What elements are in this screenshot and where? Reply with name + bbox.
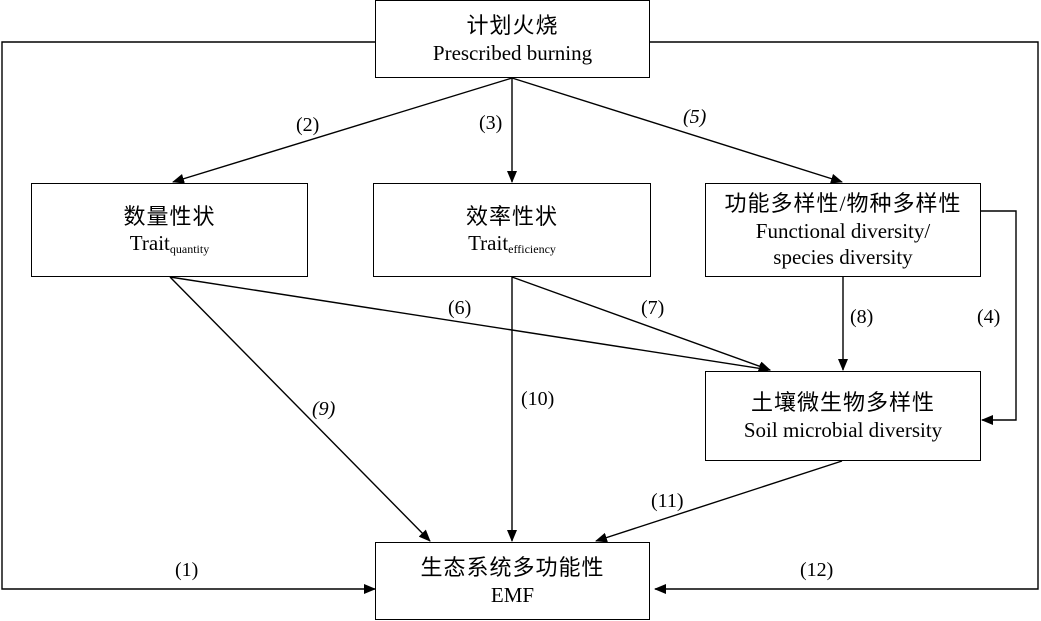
edge-label-6: (6) — [448, 297, 472, 319]
node-functional-en2: species diversity — [773, 244, 913, 269]
edge-label-9: (9) — [312, 398, 336, 420]
node-functional-en1: Functional diversity/ — [755, 218, 931, 243]
edge-label-3: (3) — [479, 112, 503, 134]
node-emf-en: EMF — [490, 582, 535, 607]
edge-7 — [511, 276, 771, 371]
node-efficiency-zh: 效率性状 — [465, 203, 558, 229]
node-trait-quantity: 数量性状 Traitquantity — [31, 183, 308, 277]
edge-6 — [169, 276, 771, 374]
edge-label-12: (12) — [800, 559, 834, 581]
edge-2 — [172, 77, 513, 184]
edge-label-11: (11) — [651, 490, 684, 512]
node-functional-diversity: 功能多样性/物种多样性 Functional diversity/ specie… — [705, 183, 981, 277]
node-microbial-zh: 土壤微生物多样性 — [750, 390, 935, 416]
edge-label-2: (2) — [296, 114, 320, 136]
node-burning-en: Prescribed burning — [432, 40, 593, 65]
node-efficiency-en: Traitefficiency — [468, 231, 556, 257]
node-soil-microbial-diversity: 土壤微生物多样性 Soil microbial diversity — [705, 371, 981, 461]
edge-1 — [1, 41, 376, 594]
edge-4 — [980, 210, 1017, 425]
node-quantity-zh: 数量性状 — [123, 203, 216, 229]
node-prescribed-burning: 计划火烧 Prescribed burning — [375, 0, 650, 78]
edge-label-7: (7) — [641, 297, 665, 319]
node-trait-efficiency: 效率性状 Traitefficiency — [373, 183, 651, 277]
node-burning-zh: 计划火烧 — [466, 13, 559, 39]
edge-label-8: (8) — [850, 306, 874, 328]
edge-9 — [169, 276, 431, 542]
edge-12 — [650, 41, 1039, 594]
node-microbial-en: Soil microbial diversity — [743, 417, 943, 442]
edge-label-10: (10) — [521, 388, 555, 410]
edge-5 — [511, 77, 843, 184]
edge-11 — [595, 460, 843, 543]
edge-label-4: (4) — [977, 306, 1001, 328]
node-functional-zh: 功能多样性/物种多样性 — [724, 191, 962, 216]
node-quantity-en: Traitquantity — [129, 231, 210, 257]
node-emf-zh: 生态系统多功能性 — [420, 555, 605, 581]
edge-label-5: (5) — [683, 106, 707, 128]
node-emf: 生态系统多功能性 EMF — [375, 542, 650, 620]
edge-label-1: (1) — [175, 559, 199, 581]
